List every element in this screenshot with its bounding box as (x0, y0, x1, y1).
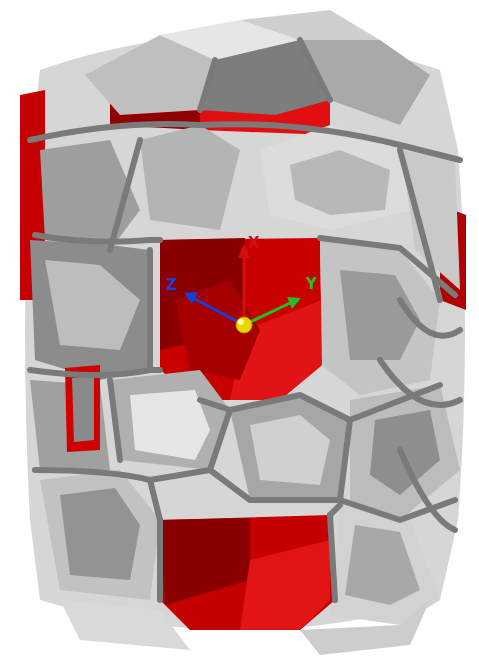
axis-label: Y (306, 277, 317, 292)
axis-label: Z (166, 278, 177, 293)
axis-label: X (248, 236, 260, 251)
